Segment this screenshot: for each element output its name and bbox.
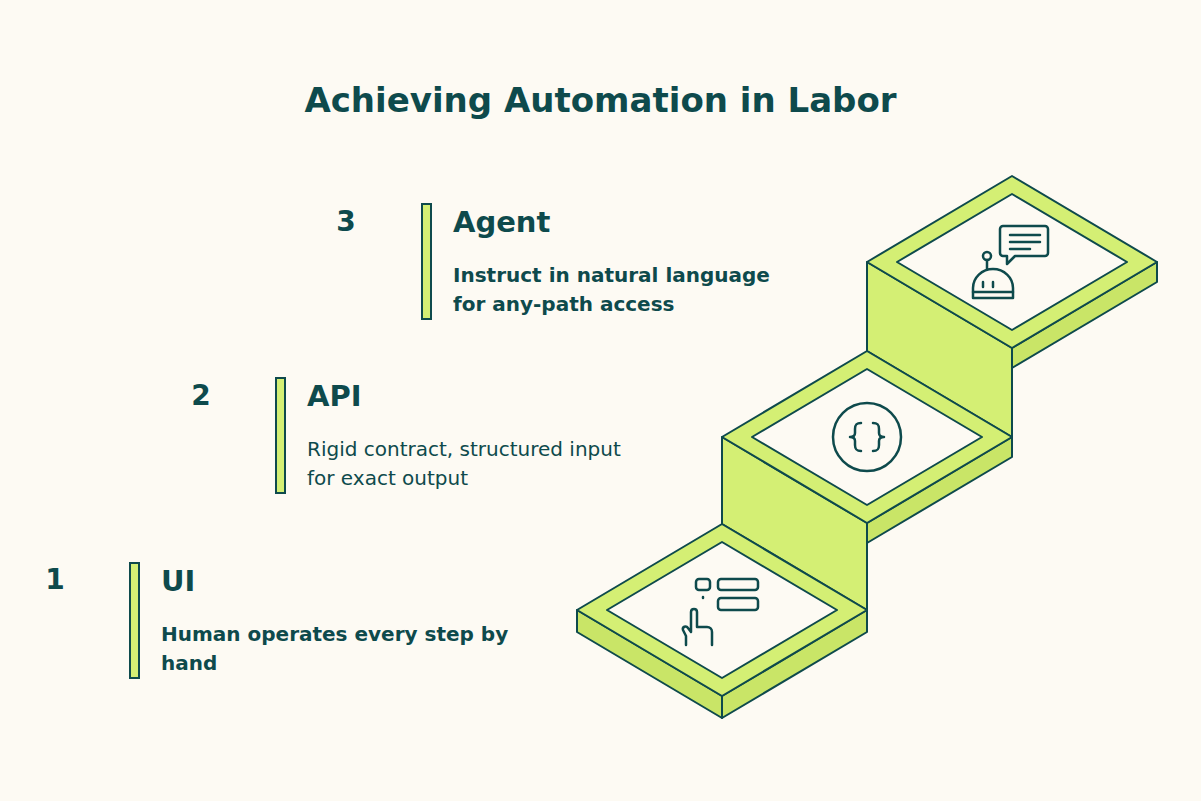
- robot-face: [973, 282, 1013, 292]
- speech-bubble: [1000, 226, 1048, 264]
- step-description: Human operates every step by hand: [161, 620, 541, 678]
- step-description: Instruct in natural language for any-pat…: [453, 261, 793, 319]
- api-icon: [833, 403, 901, 471]
- accent-bar: [275, 377, 286, 494]
- accent-bar: [129, 562, 140, 679]
- stair-tile: [577, 524, 867, 696]
- diagram-title: Achieving Automation in Labor: [0, 76, 1201, 124]
- ui-dot: [702, 597, 705, 598]
- tile-inset: [752, 369, 982, 505]
- agent-icon: [973, 226, 1048, 298]
- step-heading: API: [307, 378, 675, 414]
- api-circle: [833, 403, 901, 471]
- ui-block: [696, 579, 710, 590]
- ui-block: [718, 598, 758, 610]
- step-heading: UI: [161, 563, 549, 599]
- tile-inset: [897, 194, 1127, 330]
- bubble-lines: [1010, 235, 1040, 249]
- brace-symbol: [850, 423, 861, 451]
- tile-inset: [607, 542, 837, 678]
- step-heading: Agent: [453, 204, 821, 240]
- step-box: AgentInstruct in natural language for an…: [421, 203, 821, 320]
- step-number: 2: [176, 378, 226, 414]
- pointing-hand: [683, 609, 712, 645]
- step-box: API Rigid contract, structured input for …: [275, 377, 675, 494]
- stair-tile: [722, 351, 1012, 523]
- ui-icon: [683, 579, 758, 645]
- robot-head: [973, 269, 1013, 298]
- step-description: Rigid contract, structured input for exa…: [307, 435, 637, 493]
- step-box: UI Human operates every step by hand: [129, 562, 549, 679]
- brace-symbol: [873, 423, 884, 451]
- step-number: 3: [321, 204, 371, 240]
- accent-bar: [421, 203, 432, 320]
- stair-tile: [867, 176, 1157, 348]
- robot-antenna-stem: [986, 260, 989, 269]
- ui-block: [718, 579, 758, 590]
- step-number: 1: [30, 562, 80, 598]
